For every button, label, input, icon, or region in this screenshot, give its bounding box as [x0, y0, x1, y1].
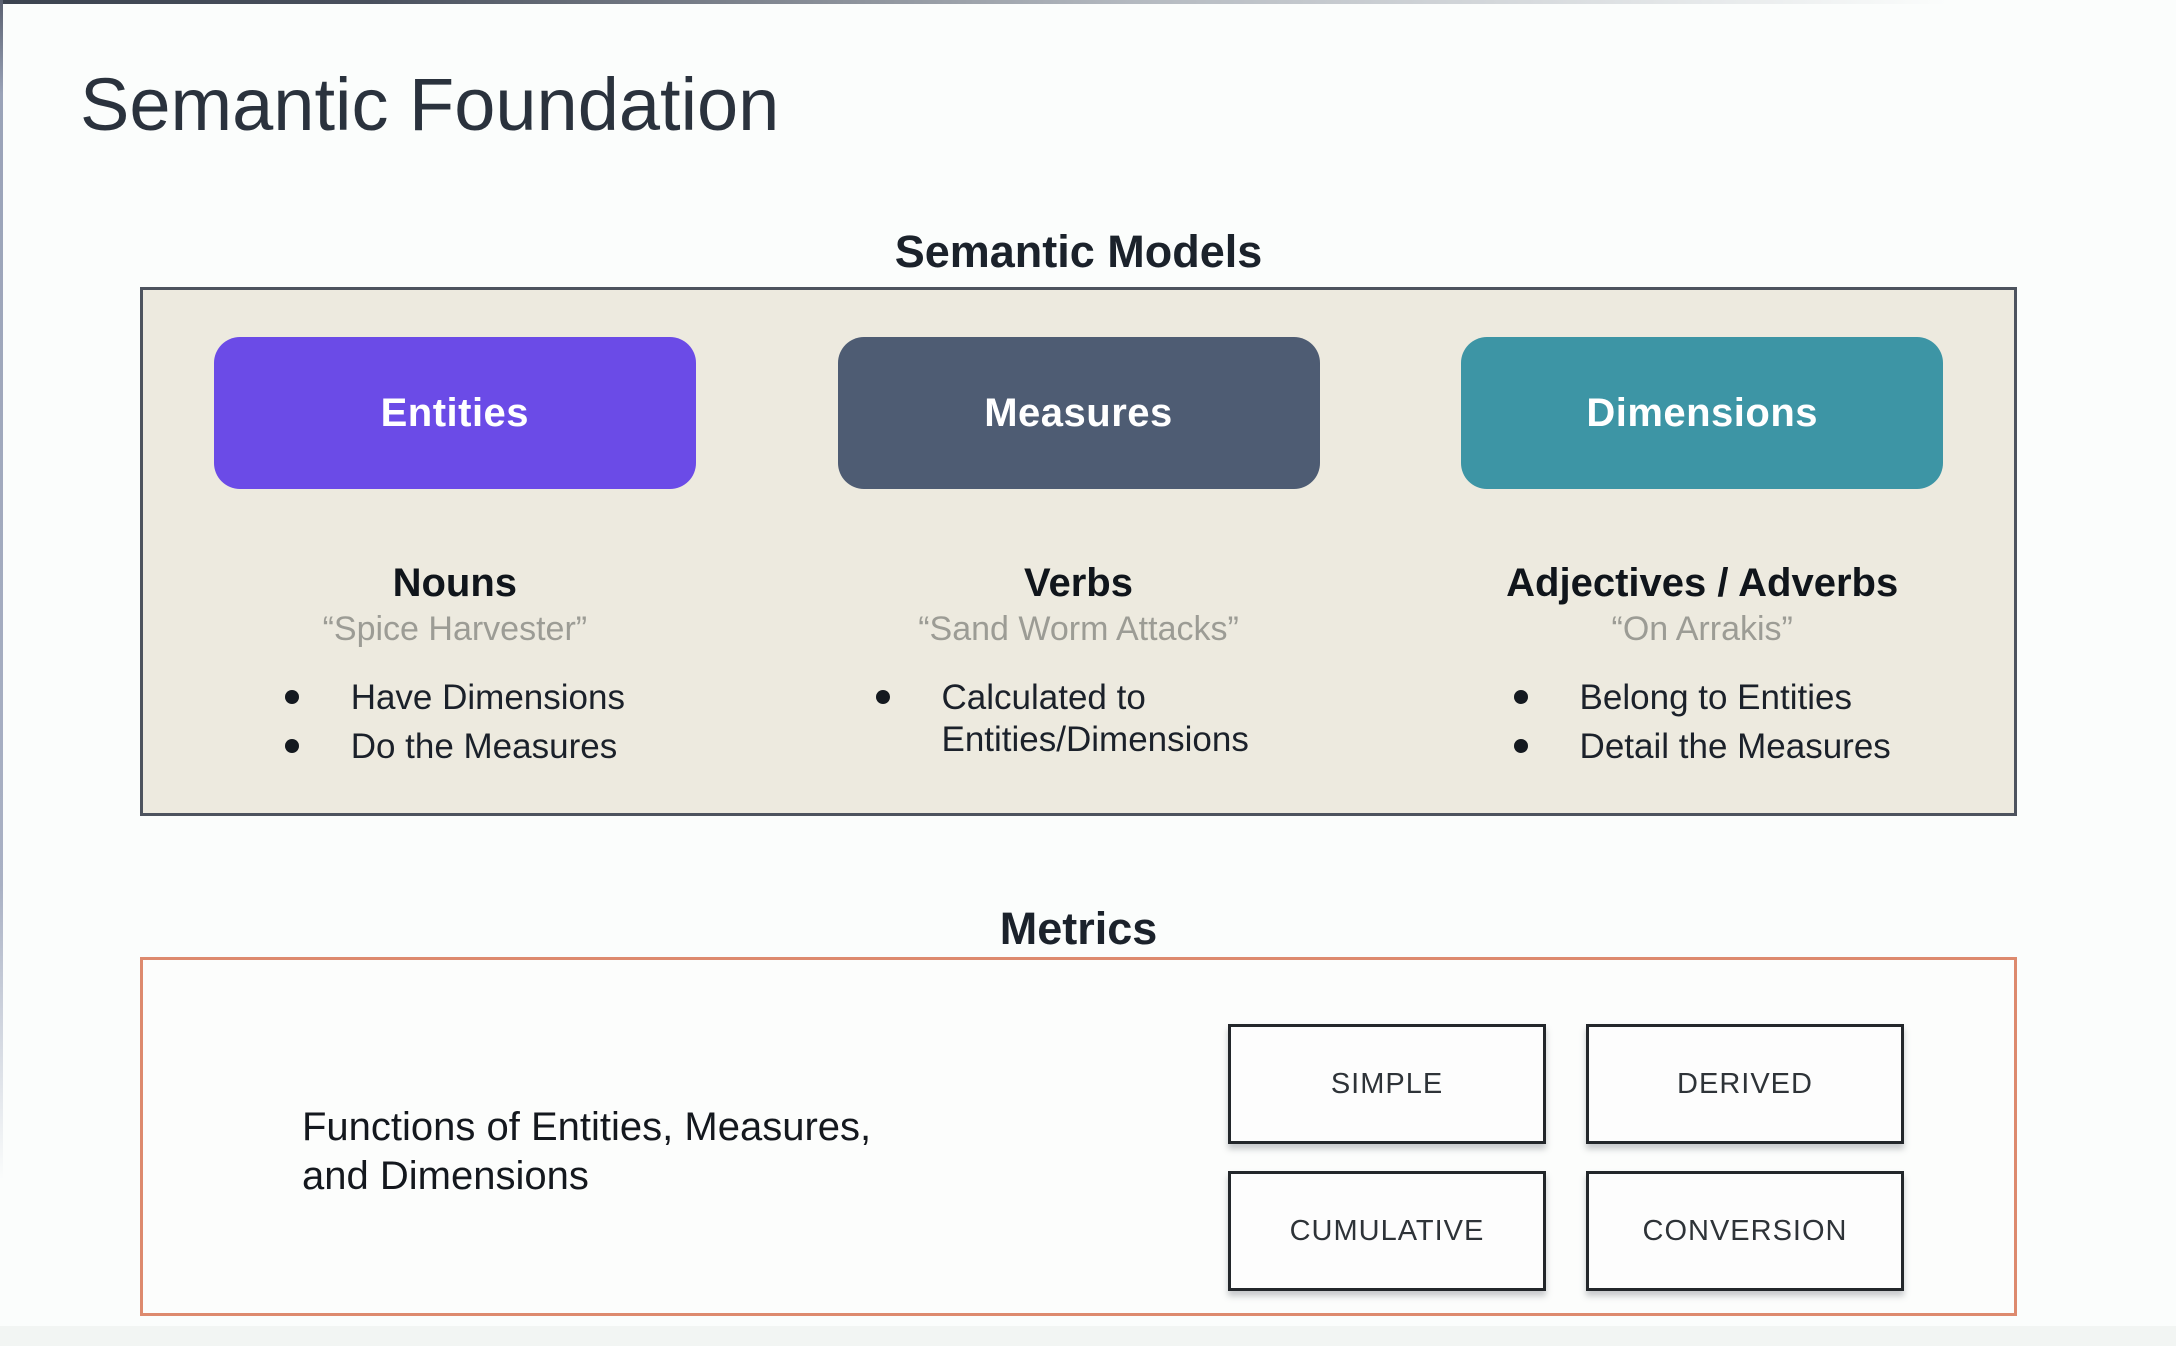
- metrics-description: Functions of Entities, Measures, and Dim…: [302, 1103, 871, 1201]
- bullet-dot-icon: [1513, 690, 1528, 704]
- bullet-item: Do the Measures: [284, 726, 625, 768]
- measures-word-type: Verbs: [1024, 561, 1133, 605]
- semantic-models-panel: Entities Nouns “Spice Harvester” Have Di…: [140, 287, 2017, 816]
- bullet-item: Calculated to Entities/Dimensions: [875, 677, 1282, 761]
- entities-column: Entities Nouns “Spice Harvester” Have Di…: [143, 290, 767, 813]
- metrics-description-line1: Functions of Entities, Measures,: [302, 1105, 872, 1149]
- bullet-label: Do the Measures: [350, 727, 618, 766]
- measures-column: Measures Verbs “Sand Worm Attacks” Calcu…: [767, 290, 1391, 813]
- bullet-label: Detail the Measures: [1579, 727, 1891, 766]
- entities-bullet-list: Have Dimensions Do the Measures: [284, 677, 625, 768]
- dimensions-column: Dimensions Adjectives / Adverbs “On Arra…: [1390, 290, 2014, 813]
- metric-card-simple: SIMPLE: [1228, 1024, 1546, 1144]
- bullet-dot-icon: [284, 739, 299, 753]
- window-frame-top-line: [0, 0, 2050, 4]
- dimensions-pill: Dimensions: [1461, 337, 1944, 489]
- bullet-dot-icon: [1513, 739, 1528, 753]
- bullet-dot-icon: [875, 690, 890, 704]
- metric-card-conversion: CONVERSION: [1586, 1171, 1904, 1291]
- metrics-panel: Functions of Entities, Measures, and Dim…: [140, 957, 2017, 1316]
- metric-card-cumulative: CUMULATIVE: [1228, 1171, 1546, 1291]
- dimensions-bullet-list: Belong to Entities Detail the Measures: [1513, 677, 1891, 768]
- bullet-item: Belong to Entities: [1513, 677, 1891, 719]
- metrics-description-line2: and Dimensions: [302, 1154, 589, 1199]
- entities-word-type: Nouns: [392, 561, 518, 605]
- metric-card-derived: DERIVED: [1586, 1024, 1904, 1144]
- bullet-dot-icon: [284, 690, 299, 704]
- dimensions-example-quote: “On Arrakis”: [1611, 610, 1793, 648]
- metrics-heading: Metrics: [999, 903, 1158, 954]
- bottom-strip: [0, 1326, 2176, 1346]
- bullet-item: Have Dimensions: [284, 677, 625, 719]
- measures-bullet-list: Calculated to Entities/Dimensions: [875, 677, 1282, 761]
- measures-pill: Measures: [837, 337, 1320, 489]
- bullet-label: Calculated to Entities/Dimensions: [941, 678, 1249, 759]
- dimensions-word-type: Adjectives / Adverbs: [1506, 561, 1899, 605]
- entities-pill: Entities: [213, 337, 696, 489]
- measures-example-quote: “Sand Worm Attacks”: [918, 610, 1239, 648]
- bullet-label: Have Dimensions: [350, 678, 625, 717]
- bullet-label: Belong to Entities: [1579, 678, 1852, 717]
- entities-example-quote: “Spice Harvester”: [322, 610, 588, 648]
- metric-type-grid: SIMPLE DERIVED CUMULATIVE CONVERSION: [1228, 1024, 1904, 1291]
- semantic-models-heading: Semantic Models: [894, 226, 1263, 277]
- slide-title: Semantic Foundation: [80, 63, 780, 146]
- bullet-item: Detail the Measures: [1513, 726, 1891, 768]
- window-frame-left-line: [0, 0, 3, 1180]
